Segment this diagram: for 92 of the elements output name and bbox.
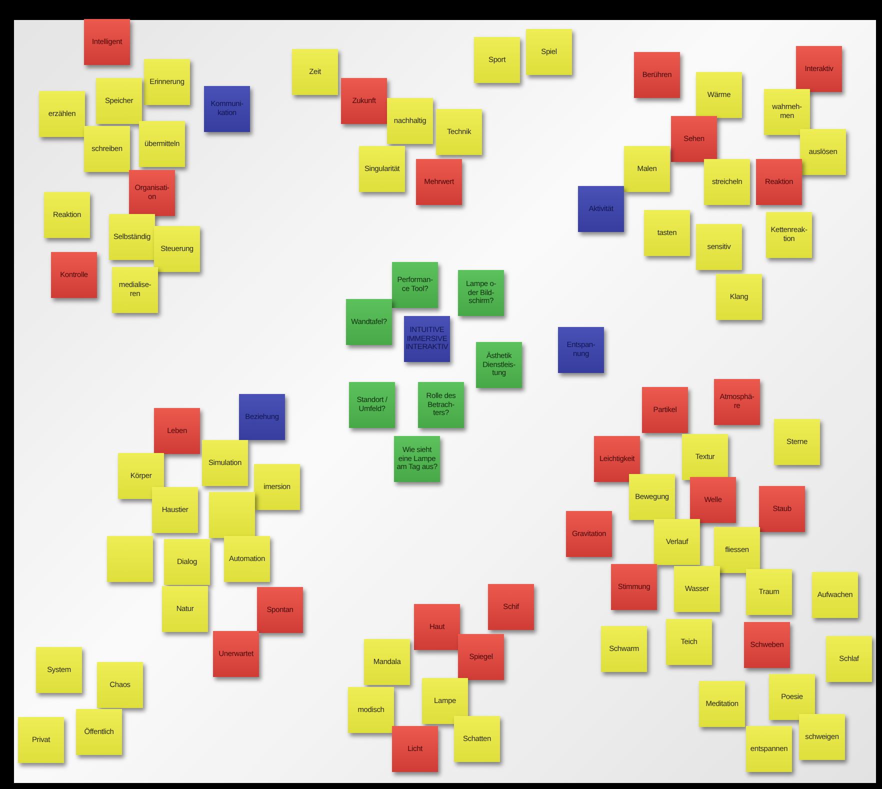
sticky-note (76, 709, 122, 755)
sticky-note (566, 511, 612, 557)
sticky-note (812, 572, 858, 618)
sticky-note (642, 387, 688, 433)
sticky-note (359, 146, 405, 192)
sticky-note (152, 487, 198, 533)
sticky-note (209, 492, 255, 538)
sticky-note (634, 52, 680, 98)
sticky-note (611, 564, 657, 610)
sticky-note (392, 726, 438, 772)
sticky-note (764, 89, 810, 135)
sticky-note (458, 270, 504, 316)
sticky-note (239, 394, 285, 440)
sticky-note (118, 453, 164, 499)
sticky-note (716, 274, 762, 320)
sticky-note (666, 619, 712, 665)
sticky-note (387, 98, 433, 144)
sticky-note (756, 159, 802, 205)
sticky-note (578, 186, 624, 232)
sticky-note (418, 382, 464, 428)
sticky-note (44, 192, 90, 238)
sticky-note (97, 662, 143, 708)
sticky-note (129, 170, 175, 216)
sticky-note (414, 604, 460, 650)
sticky-note (204, 86, 250, 132)
sticky-note (341, 78, 387, 124)
sticky-note (436, 109, 482, 155)
sticky-note (654, 519, 700, 565)
sticky-note (348, 687, 394, 733)
sticky-note (644, 210, 690, 256)
sticky-note (699, 681, 745, 727)
sticky-note (624, 146, 670, 192)
sticky-note (690, 477, 736, 523)
sticky-note (349, 382, 395, 428)
sticky-note (107, 536, 153, 582)
sticky-note (488, 584, 534, 630)
sticky-note (629, 474, 675, 520)
sticky-note (112, 267, 158, 313)
sticky-note (139, 121, 185, 167)
sticky-note (682, 434, 728, 480)
sticky-note (51, 252, 97, 298)
sticky-note (458, 634, 504, 680)
sticky-note (364, 639, 410, 685)
sticky-note (84, 19, 130, 65)
sticky-note (714, 527, 760, 573)
sticky-note (526, 29, 572, 75)
sticky-note (601, 626, 647, 672)
sticky-note (746, 569, 792, 615)
sticky-note (144, 59, 190, 105)
sticky-note (224, 536, 270, 582)
sticky-note (704, 159, 750, 205)
sticky-note (154, 408, 200, 454)
sticky-note (109, 214, 155, 260)
sticky-note (404, 316, 450, 362)
sticky-note (213, 631, 259, 677)
sticky-note (476, 342, 522, 388)
sticky-note (394, 436, 440, 482)
sticky-note (154, 226, 200, 272)
sticky-note (769, 674, 815, 720)
sticky-note (696, 72, 742, 118)
sticky-note (800, 129, 846, 175)
sticky-note (558, 327, 604, 373)
sticky-note (392, 262, 438, 308)
sticky-note (744, 622, 790, 668)
sticky-note (474, 37, 520, 83)
sticky-note (18, 717, 64, 763)
sticky-note (714, 379, 760, 425)
sticky-note (254, 464, 300, 510)
sticky-note (292, 49, 338, 95)
sticky-note (799, 714, 845, 760)
sticky-note (674, 566, 720, 612)
sticky-note (39, 91, 85, 137)
sticky-note (346, 299, 392, 345)
sticky-note (594, 436, 640, 482)
sticky-note (796, 46, 842, 92)
sticky-note (826, 636, 872, 682)
sticky-note (36, 647, 82, 693)
sticky-note (257, 587, 303, 633)
sticky-note (454, 716, 500, 762)
sticky-note (746, 726, 792, 772)
sticky-note (202, 440, 248, 486)
sticky-note (416, 159, 462, 205)
sticky-note (162, 586, 208, 632)
sticky-note (84, 126, 130, 172)
sticky-note (774, 419, 820, 465)
sticky-note (422, 678, 468, 724)
sticky-note (671, 116, 717, 162)
sticky-note (164, 539, 210, 585)
sticky-note (696, 224, 742, 270)
sticky-note (759, 486, 805, 532)
sticky-note (766, 212, 812, 258)
sticky-note (96, 78, 142, 124)
